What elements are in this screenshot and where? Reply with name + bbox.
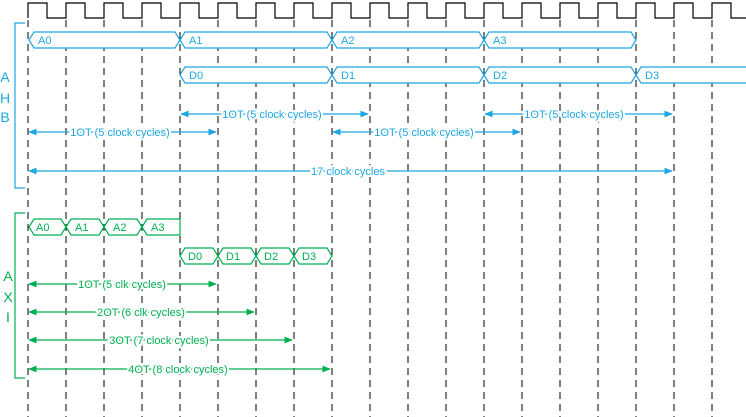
ahb-address-phase-a2 bbox=[331, 31, 485, 49]
ahb-data-phase-d3 bbox=[635, 66, 746, 84]
ahb-address-bus bbox=[28, 31, 637, 49]
ahb-address-phase-a0 bbox=[28, 31, 181, 49]
ahb-address-phase-a3 bbox=[483, 31, 637, 49]
ahb-address-label-a1: A1 bbox=[189, 35, 202, 47]
ahb-arrow-label-1ot-a3: 1OT (5 clock cycles) bbox=[524, 109, 623, 121]
ahb-arrow-label-1ot-a2: 1OT (5 clock cycles) bbox=[374, 127, 473, 139]
cycle-grid-lines bbox=[27, 20, 713, 417]
axi-data-label-d2: D2 bbox=[264, 251, 278, 263]
ahb-arrow-label-1ot-a0: 1OT (5 clock cycles) bbox=[70, 127, 169, 139]
ahb-data-label-d1: D1 bbox=[341, 70, 355, 82]
axi-address-label-a3: A3 bbox=[151, 222, 164, 234]
ahb-bracket bbox=[14, 22, 25, 189]
ahb-address-phase-a1 bbox=[179, 31, 333, 49]
ahb-address-label-a3: A3 bbox=[493, 35, 506, 47]
ahb-data-bus bbox=[179, 66, 746, 84]
axi-bracket bbox=[14, 212, 25, 379]
axi-letter-a: A bbox=[3, 268, 13, 284]
axi-address-phase-a3 bbox=[141, 218, 181, 236]
ahb-arrow-label-1ot-a1: 1OT (5 clock cycles) bbox=[222, 109, 321, 121]
axi-data-label-d1: D1 bbox=[226, 251, 240, 263]
ahb-letter-b: B bbox=[0, 109, 9, 125]
axi-address-bus bbox=[28, 218, 181, 236]
axi-data-bus bbox=[179, 247, 333, 265]
axi-address-label-a1: A1 bbox=[75, 222, 88, 234]
ahb-arrows bbox=[28, 110, 673, 175]
axi-section: A X I A0 A1 A2 A3 D0 D1 D2 D3 bbox=[3, 212, 333, 379]
ahb-data-label-d2: D2 bbox=[493, 70, 507, 82]
ahb-letter-h: H bbox=[0, 90, 10, 106]
axi-address-label-a2: A2 bbox=[113, 222, 126, 234]
ahb-address-label-a0: A0 bbox=[38, 35, 51, 47]
ahb-section: A H B A0 A1 A2 A3 D0 D1 D2 D3 bbox=[0, 22, 746, 189]
ahb-data-label-d0: D0 bbox=[189, 70, 203, 82]
axi-arrow-label-3ot: 3OT (7 clock cycles) bbox=[109, 335, 208, 347]
ahb-address-label-a2: A2 bbox=[341, 35, 354, 47]
axi-arrow-label-1ot: 1OT (5 clk cycles) bbox=[78, 279, 166, 291]
axi-letter-x: X bbox=[3, 289, 13, 305]
ahb-letter-a: A bbox=[0, 69, 10, 85]
axi-arrow-label-2ot: 2OT (6 clk cycles) bbox=[97, 307, 185, 319]
axi-arrow-label-4ot: 4OT (8 clock cycles) bbox=[128, 364, 227, 376]
axi-arrows bbox=[28, 280, 331, 373]
clock-waveform bbox=[27, 2, 746, 19]
axi-address-label-a0: A0 bbox=[36, 222, 49, 234]
axi-data-phase-d3 bbox=[293, 247, 333, 265]
axi-data-label-d0: D0 bbox=[188, 251, 202, 263]
ahb-data-label-d3: D3 bbox=[645, 70, 659, 82]
axi-letter-i: I bbox=[6, 309, 10, 325]
ahb-arrow-label-total: 17 clock cycles bbox=[311, 166, 385, 178]
axi-data-label-d3: D3 bbox=[302, 251, 316, 263]
